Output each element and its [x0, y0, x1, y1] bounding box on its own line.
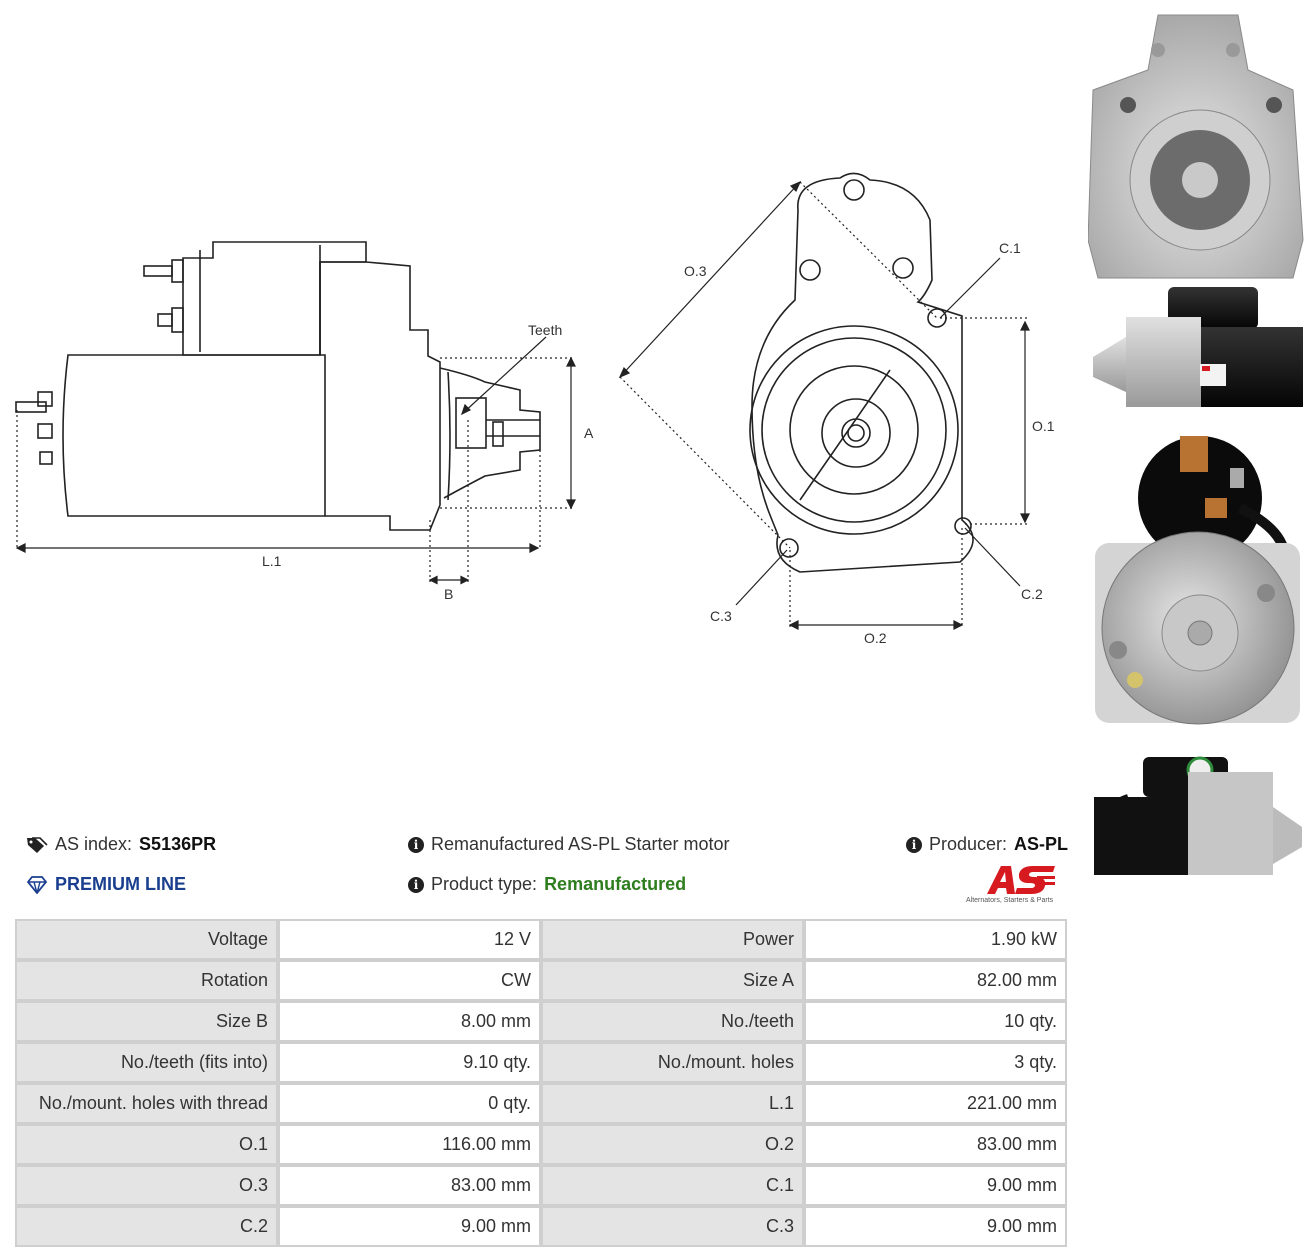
- spec-label: Size A: [541, 960, 804, 1001]
- spec-value: 0 qty.: [278, 1083, 541, 1124]
- label-a: A: [584, 425, 594, 441]
- spec-label: No./mount. holes with thread: [15, 1083, 278, 1124]
- spec-label: O.3: [15, 1165, 278, 1206]
- spec-value: 82.00 mm: [804, 960, 1067, 1001]
- info-icon: i: [408, 876, 424, 893]
- product-type-value: Remanufactured: [544, 874, 687, 894]
- product-photo-rear: [1095, 436, 1300, 725]
- spec-label: No./teeth: [541, 1001, 804, 1042]
- product-description: Remanufactured AS-PL Starter motor: [431, 834, 730, 854]
- spec-value: 116.00 mm: [278, 1124, 541, 1165]
- label-c3: C.3: [710, 608, 732, 624]
- product-type-row: i Product type: Remanufactured: [408, 874, 686, 895]
- spec-label: O.2: [541, 1124, 804, 1165]
- spec-value: 12 V: [278, 919, 541, 960]
- label-c1: C.1: [999, 240, 1021, 256]
- spec-value: 9.00 mm: [278, 1206, 541, 1247]
- product-photo-side-2: [1094, 756, 1302, 875]
- technical-drawing: Teeth A L.1 B O.3 C.1 O.1 C.2 C.3 O.2: [15, 172, 1055, 646]
- product-photo-side-1: [1093, 287, 1303, 407]
- spec-value: 10 qty.: [804, 1001, 1067, 1042]
- producer-label: Producer:: [929, 834, 1008, 854]
- premium-line-badge: PREMIUM LINE: [26, 874, 186, 895]
- logo-tagline: Alternators, Starters & Parts: [966, 897, 1054, 904]
- spec-value: 1.90 kW: [804, 919, 1067, 960]
- producer-row: i Producer: AS-PL: [906, 834, 1068, 855]
- spec-value: 8.00 mm: [278, 1001, 541, 1042]
- label-o3: O.3: [684, 263, 707, 279]
- producer-value: AS-PL: [1014, 834, 1069, 854]
- product-photo-front-flange: [1088, 14, 1304, 279]
- as-pl-logo: [987, 866, 1055, 894]
- info-icon: i: [408, 836, 424, 853]
- spec-label: Size B: [15, 1001, 278, 1042]
- spec-value: CW: [278, 960, 541, 1001]
- product-type-label: Product type:: [431, 874, 538, 894]
- label-c2: C.2: [1021, 586, 1043, 602]
- spec-label: Power: [541, 919, 804, 960]
- spec-value: 3 qty.: [804, 1042, 1067, 1083]
- label-l1: L.1: [262, 553, 282, 569]
- as-index-label: AS index:: [55, 834, 133, 854]
- spec-label: Voltage: [15, 919, 278, 960]
- spec-value: 221.00 mm: [804, 1083, 1067, 1124]
- spec-label: No./teeth (fits into): [15, 1042, 278, 1083]
- as-index-row: AS index: S5136PR: [26, 834, 216, 855]
- spec-label: L.1: [541, 1083, 804, 1124]
- table-row: No./teeth (fits into)9.10 qty.No./mount.…: [15, 1042, 1067, 1083]
- label-b: B: [444, 586, 453, 602]
- premium-line-label: PREMIUM LINE: [55, 874, 187, 894]
- diamond-icon: [26, 875, 48, 894]
- spec-value: 9.10 qty.: [278, 1042, 541, 1083]
- spec-label: No./mount. holes: [541, 1042, 804, 1083]
- spec-value: 83.00 mm: [804, 1124, 1067, 1165]
- tag-icon: [27, 836, 48, 853]
- info-icon: i: [906, 836, 922, 853]
- spec-label: C.2: [15, 1206, 278, 1247]
- label-teeth: Teeth: [528, 322, 562, 338]
- spec-label: O.1: [15, 1124, 278, 1165]
- spec-value: 9.00 mm: [804, 1206, 1067, 1247]
- spec-value: 83.00 mm: [278, 1165, 541, 1206]
- label-o1: O.1: [1032, 418, 1055, 434]
- spec-label: C.3: [541, 1206, 804, 1247]
- spec-value: 9.00 mm: [804, 1165, 1067, 1206]
- description-row: i Remanufactured AS-PL Starter motor: [408, 834, 729, 855]
- spec-label: C.1: [541, 1165, 804, 1206]
- as-index-value: S5136PR: [139, 834, 217, 854]
- label-o2: O.2: [864, 630, 887, 646]
- spec-label: Rotation: [15, 960, 278, 1001]
